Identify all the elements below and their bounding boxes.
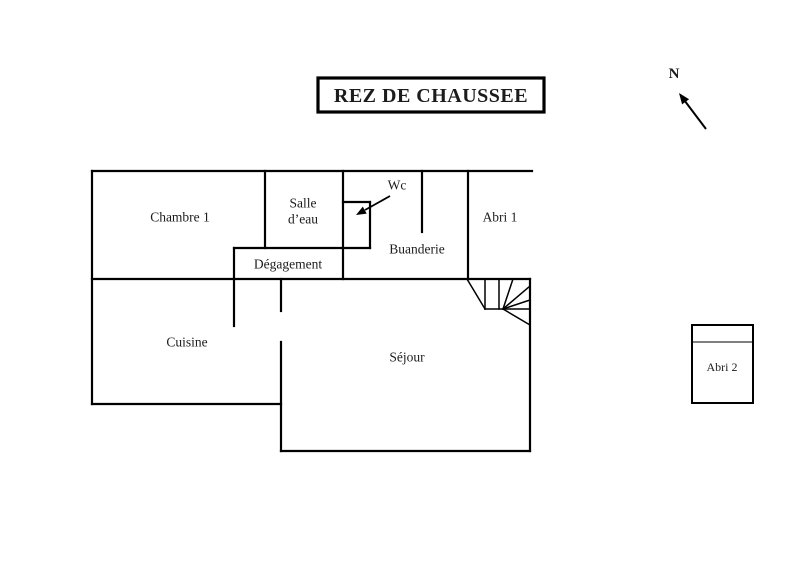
stair-fan-line [501,284,532,311]
wc-pointer [356,195,391,215]
north-compass: N [669,66,707,130]
title-box: REZ DE CHAUSSEE [316,76,546,114]
room-label-buanderie: Buanderie [389,242,444,257]
stair-winder-line [465,277,487,311]
title-box-border [316,76,546,114]
room-label-degagement: Dégagement [254,257,322,272]
room-label-chambre1: Chambre 1 [150,210,210,225]
room-label-cuisine: Cuisine [166,335,207,350]
north-arrow-head-icon [679,93,690,105]
walls [90,169,534,453]
room-label-abri2: Abri 2 [707,360,738,374]
abri2-outline [691,324,754,404]
room-label-salle-eau-line2: d’eau [288,212,318,227]
room-labels: Chambre 1 Salle d’eau Wc Buanderie Abri … [150,178,517,365]
stair-fan-line [502,299,531,310]
room-label-salle-eau-line1: Salle [290,196,317,211]
staircase [465,277,532,327]
page-title: REZ DE CHAUSSEE [334,85,528,107]
stair-fan-line [501,307,532,327]
abri2-box: Abri 2 [691,324,754,404]
wc-arrow-head-icon [356,206,367,215]
room-label-abri1: Abri 1 [483,210,518,225]
room-label-sejour: Séjour [389,350,425,365]
north-arrow-shaft [683,99,707,130]
room-label-wc: Wc [388,178,407,193]
wc-arrow-shaft [364,195,391,211]
north-label: N [669,66,680,82]
stair-fan-line [502,278,514,310]
